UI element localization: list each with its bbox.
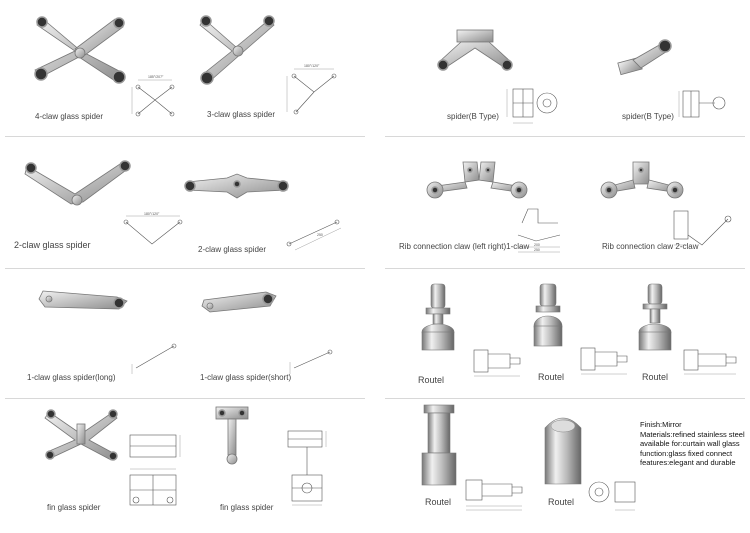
two-claw-spider-straight-image <box>184 173 289 199</box>
routel-drawing-5 <box>588 481 636 511</box>
routel-drawing-2 <box>580 347 628 375</box>
product-label: Rib connection claw (left right)1-claw <box>399 242 530 251</box>
spec-available: available for:curtain wall glass <box>640 439 740 448</box>
three-claw-spider-image <box>199 15 275 85</box>
four-claw-spider-image <box>34 16 126 84</box>
product-label: 2-claw glass spider <box>198 245 267 254</box>
product-label: Routel <box>418 375 445 385</box>
spec-block: Finish:Mirror Materials:refined stainles… <box>640 420 745 468</box>
one-claw-short-image <box>201 291 277 313</box>
fin-spider-drawing-1 <box>129 434 181 506</box>
two-claw-v-drawing: 180°/120° <box>123 212 183 245</box>
spider-b-type-image-1 <box>437 29 513 71</box>
dim-2claw-span: 250 <box>317 233 323 237</box>
rib-connection-1claw-image <box>426 161 528 199</box>
spider-b-type-image-2 <box>617 39 672 76</box>
four-claw-drawing: 185°/207° <box>131 75 175 117</box>
fin-spider-image-2 <box>215 406 249 465</box>
routel-drawing-3 <box>683 349 737 375</box>
spider-b-type-drawing-2 <box>678 90 726 118</box>
separator <box>385 136 745 137</box>
product-label: spider(B Type) <box>622 112 674 121</box>
product-label: 2-claw glass spider <box>14 240 91 250</box>
routel-drawing-4 <box>465 479 523 511</box>
spec-finish: Finish:Mirror <box>640 420 682 429</box>
one-claw-long-drawing <box>131 343 177 374</box>
separator <box>5 136 365 137</box>
dim-rib-a: 200 <box>534 243 540 247</box>
separator <box>385 268 745 269</box>
product-label: fin glass spider <box>47 503 101 512</box>
routel-image-2 <box>533 283 563 347</box>
rib-connection-1claw-drawing: 200 250 <box>517 208 561 253</box>
product-label: Routel <box>548 497 575 507</box>
product-label: 3-claw glass spider <box>207 110 276 119</box>
dim-rib-b: 250 <box>534 248 540 252</box>
two-claw-spider-v-image <box>24 160 131 206</box>
product-label: 1-claw glass spider(short) <box>200 373 292 382</box>
one-claw-long-image <box>38 290 128 310</box>
routel-image-5 <box>544 417 582 485</box>
two-claw-straight-drawing: 250 <box>286 219 342 251</box>
separator <box>385 398 745 399</box>
product-label: Routel <box>538 372 565 382</box>
product-label: Routel <box>425 497 452 507</box>
routel-drawing-1 <box>473 349 521 377</box>
product-label: Routel <box>642 372 669 382</box>
routel-image-4 <box>421 404 457 486</box>
fin-spider-drawing-2 <box>287 430 327 506</box>
dim-4claw-angle: 185°/207° <box>148 75 164 79</box>
fin-spider-image-1 <box>44 409 118 461</box>
product-label: fin glass spider <box>220 503 274 512</box>
spec-function: function:glass fixed connect <box>640 448 733 458</box>
product-label: spider(B Type) <box>447 112 499 121</box>
three-claw-drawing: 180°/120° <box>286 64 337 115</box>
routel-image-1 <box>421 283 455 351</box>
rib-connection-2claw-drawing <box>673 210 732 246</box>
one-claw-short-drawing <box>289 349 333 374</box>
product-label: Rib connection claw 2-claw <box>602 242 699 251</box>
rib-connection-2claw-image <box>600 161 684 199</box>
routel-image-3 <box>638 283 672 351</box>
dim-3claw-angle: 180°/120° <box>304 64 320 68</box>
spec-materials: Materials:refined stainless steel <box>640 429 745 439</box>
spider-b-type-drawing-1 <box>506 88 558 124</box>
product-label: 1-claw glass spider(long) <box>27 373 116 382</box>
product-label: 4-claw glass spider <box>35 112 104 121</box>
dim-2claw-angle: 180°/120° <box>144 212 160 216</box>
separator <box>5 268 365 269</box>
spec-features: features:elegant and durable <box>640 458 736 467</box>
separator <box>5 398 365 399</box>
